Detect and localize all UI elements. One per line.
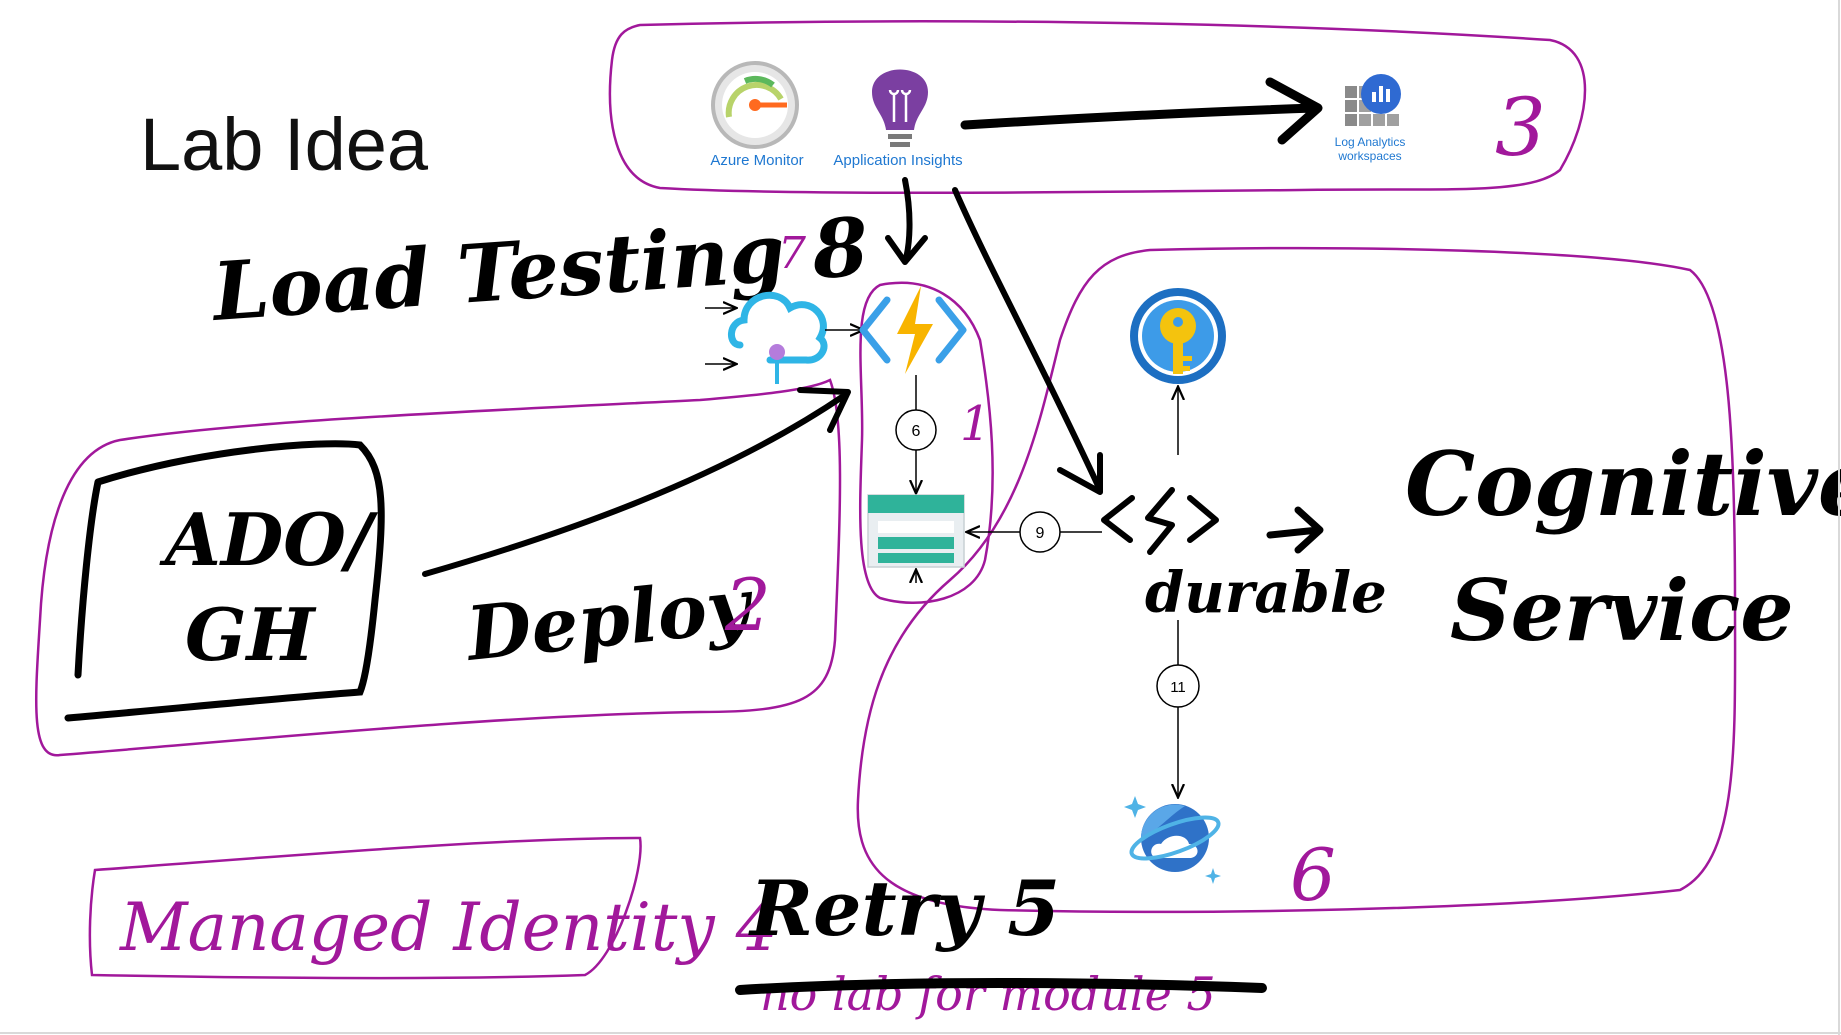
function-group-number: 1 [960, 396, 991, 452]
managed-identity-text: Managed Identity 4 [119, 889, 778, 966]
durable-group-outline [856, 246, 1737, 914]
deploy-group-outline [34, 378, 842, 757]
bottom-edge [0, 1032, 1841, 1034]
azure-monitor-label: Azure Monitor [710, 152, 803, 169]
step-11-label: 11 [1170, 679, 1186, 696]
step-9-badge: 9 [1019, 511, 1061, 553]
retry-text: Retry 5 [748, 864, 1060, 953]
log-analytics-label-line1: Log Analytics [1335, 135, 1406, 149]
step-6-label: 6 [912, 423, 921, 440]
deploy-arrow [422, 387, 851, 577]
load-testing-text: Load Testing 8 [208, 199, 871, 339]
ado-gh-line2: GH [185, 592, 316, 677]
durable-label: durable [1145, 560, 1387, 626]
cognitive-service-line1: Cognitive [1405, 432, 1841, 536]
cognitive-service-line2: Service [1450, 561, 1794, 660]
step-6-badge: 6 [895, 409, 937, 451]
appinsights-to-durable-arrow [952, 187, 1103, 495]
monitoring-group-number: 3 [1495, 81, 1546, 174]
azure-function-icon [859, 286, 967, 374]
ado-gh-box [64, 440, 385, 722]
step-11-badge: 11 [1156, 664, 1200, 708]
appinsights-to-function-arrow [885, 177, 928, 265]
managed-identity-outline [88, 836, 642, 980]
deploy-text: Deploy [461, 562, 759, 678]
struck-text: no lab for module 5 [760, 967, 1216, 1021]
storage-queue-icon [867, 494, 965, 583]
deploy-number: 2 [724, 563, 771, 647]
log-analytics-icon [1345, 74, 1401, 126]
application-insights-label: Application Insights [833, 152, 962, 169]
monitoring-group-outline [608, 20, 1587, 195]
durable-function-icon [1101, 487, 1219, 555]
strike-through-line [735, 978, 1267, 995]
function-group-outline [858, 281, 994, 604]
log-analytics-label-line2: workspaces [1337, 149, 1401, 163]
key-vault-icon [1130, 288, 1226, 384]
application-insights-icon [872, 69, 928, 147]
page-title: Lab Idea [140, 103, 429, 186]
durable-to-cognitive-arrow [1266, 506, 1324, 554]
step-9-label: 9 [1036, 525, 1045, 542]
appinsights-to-loganalytics-arrow [960, 77, 1323, 145]
cosmos-group-number: 6 [1290, 833, 1336, 917]
azure-monitor-icon [711, 61, 799, 149]
cosmos-db-icon [1124, 796, 1221, 884]
api-management-icon [728, 291, 828, 384]
ado-gh-line1: ADO/ [159, 497, 379, 582]
right-edge [1838, 0, 1840, 1035]
api-gateway-number: 7 [778, 228, 806, 279]
